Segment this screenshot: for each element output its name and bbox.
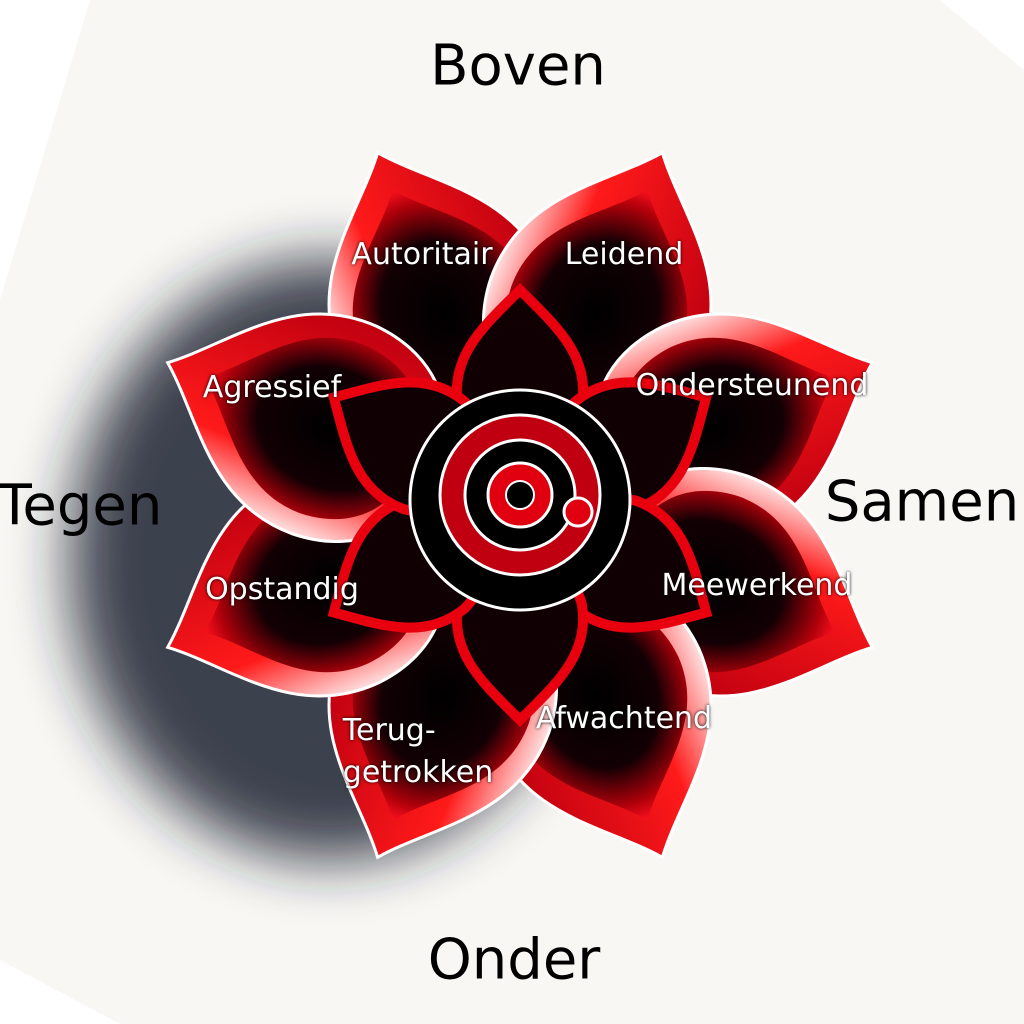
- petal-label-line: Terug-: [342, 713, 436, 748]
- rose-center: [408, 388, 632, 612]
- petal-label-teruggetrokken: Terug- getrokken: [343, 710, 493, 794]
- petal-label-line: getrokken: [342, 755, 494, 790]
- petal-label-meewerkend: Meewerkend: [661, 568, 853, 603]
- axis-label-right: Samen: [824, 469, 1020, 535]
- petal-label-autoritair: Autoritair: [351, 237, 493, 272]
- petal-label-afwachtend: Afwachtend: [535, 701, 713, 736]
- axis-label-top: Boven: [430, 33, 606, 99]
- petal-label-agressief: Agressief: [202, 370, 342, 405]
- axis-label-left: Tegen: [0, 473, 163, 539]
- petal-label-opstandig: Opstandig: [205, 572, 359, 607]
- petal-label-leidend: Leidend: [564, 237, 684, 272]
- axis-label-bottom: Onder: [427, 927, 601, 993]
- petal-label-ondersteunend: Ondersteunend: [635, 368, 869, 403]
